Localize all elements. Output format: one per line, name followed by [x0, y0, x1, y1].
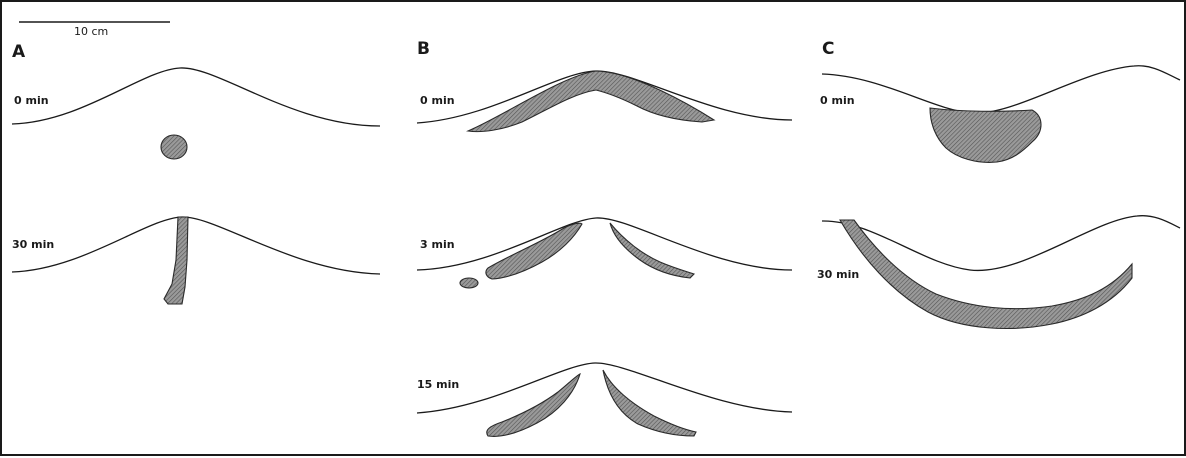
oil-slick — [840, 220, 1132, 328]
time-label: 0 min — [820, 94, 855, 107]
oil-slick-right — [603, 370, 696, 436]
time-label: 15 min — [417, 378, 459, 391]
oil-slick-left — [486, 223, 582, 279]
oil-blob — [161, 135, 187, 159]
time-label: 30 min — [12, 238, 54, 251]
time-label: 0 min — [420, 94, 455, 107]
panel-b-stage-2: 15 min — [417, 363, 792, 436]
time-label: 30 min — [817, 268, 859, 281]
panel-a-stage-0: 0 min — [12, 68, 380, 159]
wave-surface — [822, 66, 1180, 113]
time-label: 0 min — [14, 94, 49, 107]
panel-letter-b: B — [417, 39, 430, 59]
wave-surface — [417, 218, 792, 270]
wave-surface — [12, 68, 380, 126]
oil-slick-left — [487, 374, 580, 436]
panel-letter-c: C — [822, 39, 834, 59]
oil-droplet — [460, 278, 478, 288]
oil-column — [164, 217, 188, 304]
panel-c: 0 min 30 min — [817, 66, 1180, 329]
panel-b: 0 min 3 min 15 min — [417, 71, 792, 436]
oil-blob — [930, 108, 1041, 162]
scale-bar: 10 cm — [19, 22, 170, 38]
panel-b-stage-0: 0 min — [417, 71, 792, 132]
panel-a-stage-1: 30 min — [12, 217, 380, 304]
wave-surface — [417, 363, 792, 413]
panel-b-stage-1: 3 min — [417, 218, 792, 288]
panel-c-stage-1: 30 min — [817, 216, 1180, 329]
wave-surface — [12, 217, 380, 274]
scale-bar-label: 10 cm — [74, 25, 108, 38]
time-label: 3 min — [420, 238, 455, 251]
oil-slick-right — [610, 223, 694, 278]
panel-letter-a: A — [12, 42, 26, 62]
panel-c-stage-0: 0 min — [820, 66, 1180, 163]
panel-a: 0 min 30 min — [12, 68, 380, 304]
